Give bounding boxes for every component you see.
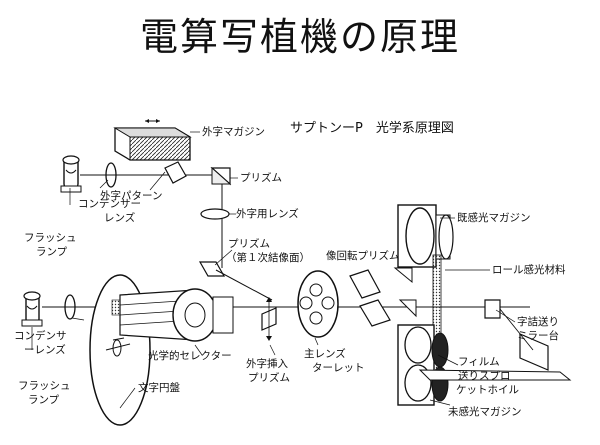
label-outer-insert-prism-1: 外字挿入 [246,358,288,370]
label-prism-mid-1: プリズム [228,238,270,250]
upper-prism [210,166,232,186]
label-optical-selector: 光学的セレクター [148,350,232,362]
outer-character-pattern [164,161,187,184]
leader-lines [31,131,516,409]
outer-character-magazine [113,119,192,161]
outer-character-lens [200,208,230,220]
label-outer-pattern: 外字パターン [100,190,163,202]
label-condenser-bot-1: コンデンサ [14,330,67,342]
label-film-1: フィルム [458,356,500,368]
label-film-3: ケットホイル [456,384,519,396]
lower-flash-lamp [21,291,43,327]
page-title: 電算写植機の原理 [139,15,460,59]
label-prism-top: プリズム [240,172,282,184]
diagram-subtitle: サプトンーP 光学系原理図 [290,121,454,136]
label-char-disc: 文字円盤 [138,382,180,394]
label-main-lens-2: ターレット [312,362,365,374]
label-image-rotation-prism: 像回転プリズム [326,250,400,262]
label-flash-top-1: フラッシュ [24,232,77,244]
label-exposed-magazine: 既感光マガジン [457,212,531,224]
label-flash-bot-2: ランプ [28,394,60,406]
label-outer-insert-prism-2: プリズム [248,372,290,384]
image-rotation-prism [349,267,417,327]
label-condenser-top-2: レンズ [104,212,136,224]
label-flash-top-2: ランプ [36,246,68,258]
label-condenser-bot-2: ーレンズ [24,344,66,356]
label-prism-mid-2: （第１次結像面） [226,252,310,264]
label-outer-magazine: 外字マガジン [202,126,265,138]
label-flash-bot-1: フラッシュ [18,380,71,392]
label-feed-mirror-1: 字詰送り [517,316,559,328]
label-film-2: 送りスプロ [458,370,511,382]
upper-flash-lamp [60,155,82,193]
label-roll-material: ロール感光材料 [492,264,566,276]
unexposed-magazine [397,324,449,406]
optical-selector [119,288,234,342]
label-condenser-top-1: コンデンサー [78,198,141,210]
feed-mirror-stage [418,299,572,381]
main-lens-turret [297,270,339,338]
label-outer-lens: 外字用レンズ [236,208,299,220]
label-unexposed-magazine: 未感光マガジン [448,406,522,418]
label-main-lens-1: 主レンズ [304,348,346,360]
middle-prism [198,261,226,277]
label-feed-mirror-2: ミラー台 [517,330,559,342]
exposed-magazine [397,204,454,268]
outer-insert-prism [261,297,277,341]
